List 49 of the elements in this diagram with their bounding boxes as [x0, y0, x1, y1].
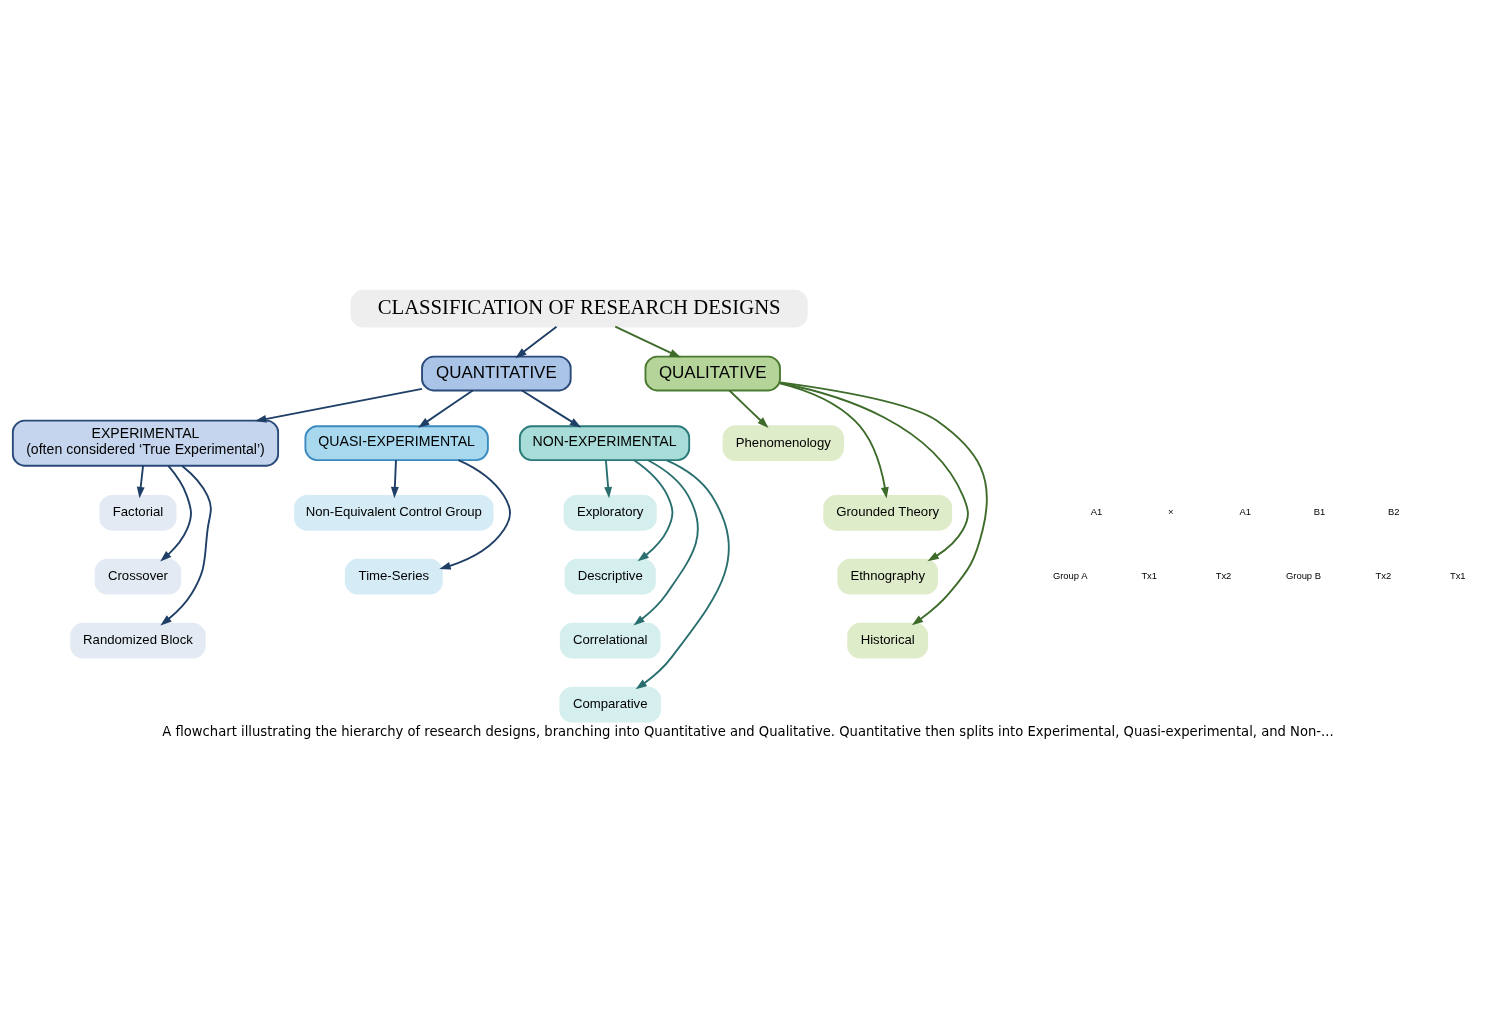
label: B2	[1388, 506, 1400, 518]
arrow	[521, 389, 582, 428]
label: Tx2	[1215, 570, 1232, 582]
arrow	[633, 459, 674, 562]
label: Tx1	[1449, 570, 1466, 582]
arrow	[779, 382, 969, 562]
node-box: Descriptive	[564, 558, 656, 595]
node-box: Factorial	[99, 494, 177, 531]
node-box: Comparative	[559, 686, 661, 723]
node-box: CLASSIFICATION OF RESEARCH DESIGNS	[350, 289, 808, 328]
node-box: QUASI-EXPERIMENTAL	[304, 425, 489, 462]
label: B1	[1313, 506, 1326, 518]
arrow	[136, 464, 145, 499]
label: Group B	[1285, 570, 1321, 582]
node-box: Non-Equivalent Control Group	[294, 494, 494, 531]
node-box: Time-Series	[344, 558, 443, 595]
node-box: NON-EXPERIMENTAL	[518, 425, 691, 462]
label: Tx1	[1141, 570, 1158, 582]
node-box: Randomized Block	[70, 622, 206, 659]
label: A1	[1239, 506, 1251, 518]
label: Group A	[1052, 570, 1088, 582]
node-box: QUALITATIVE	[644, 355, 781, 392]
arrow	[418, 389, 474, 428]
node-box: Crossover	[94, 558, 182, 595]
label: Tx2	[1375, 570, 1392, 582]
arrow	[614, 325, 681, 358]
node-box: Grounded Theory	[823, 494, 953, 531]
node-box: Exploratory	[563, 494, 657, 531]
arrow	[779, 382, 889, 499]
node-box: Phenomenology	[722, 425, 844, 462]
arrow	[439, 459, 511, 570]
label: ×	[1168, 506, 1174, 518]
arrow	[255, 387, 423, 423]
arrow	[515, 325, 558, 359]
node-box: Ethnography	[837, 558, 939, 595]
arrow	[604, 459, 613, 499]
node-box: Historical	[847, 622, 929, 659]
arrow	[635, 459, 730, 690]
arrow	[390, 459, 399, 499]
arrow	[160, 465, 212, 626]
arrow	[633, 459, 699, 626]
label: A1	[1090, 506, 1103, 518]
arrow	[728, 389, 769, 428]
node-box: Correlational	[559, 622, 661, 659]
arrow	[779, 381, 988, 626]
arrow	[160, 465, 192, 562]
node-box: QUANTITATIVE	[421, 355, 572, 392]
caption: A flowchart illustrating the hierarchy of research designs, branching into Quantitative and Qualitative. Quantitative then splits into Experimental, Quasi-experimental, and Non-...	[162, 723, 1334, 739]
node-box: EXPERIMENTAL (often considered ‘True Experimental’)	[11, 419, 280, 467]
